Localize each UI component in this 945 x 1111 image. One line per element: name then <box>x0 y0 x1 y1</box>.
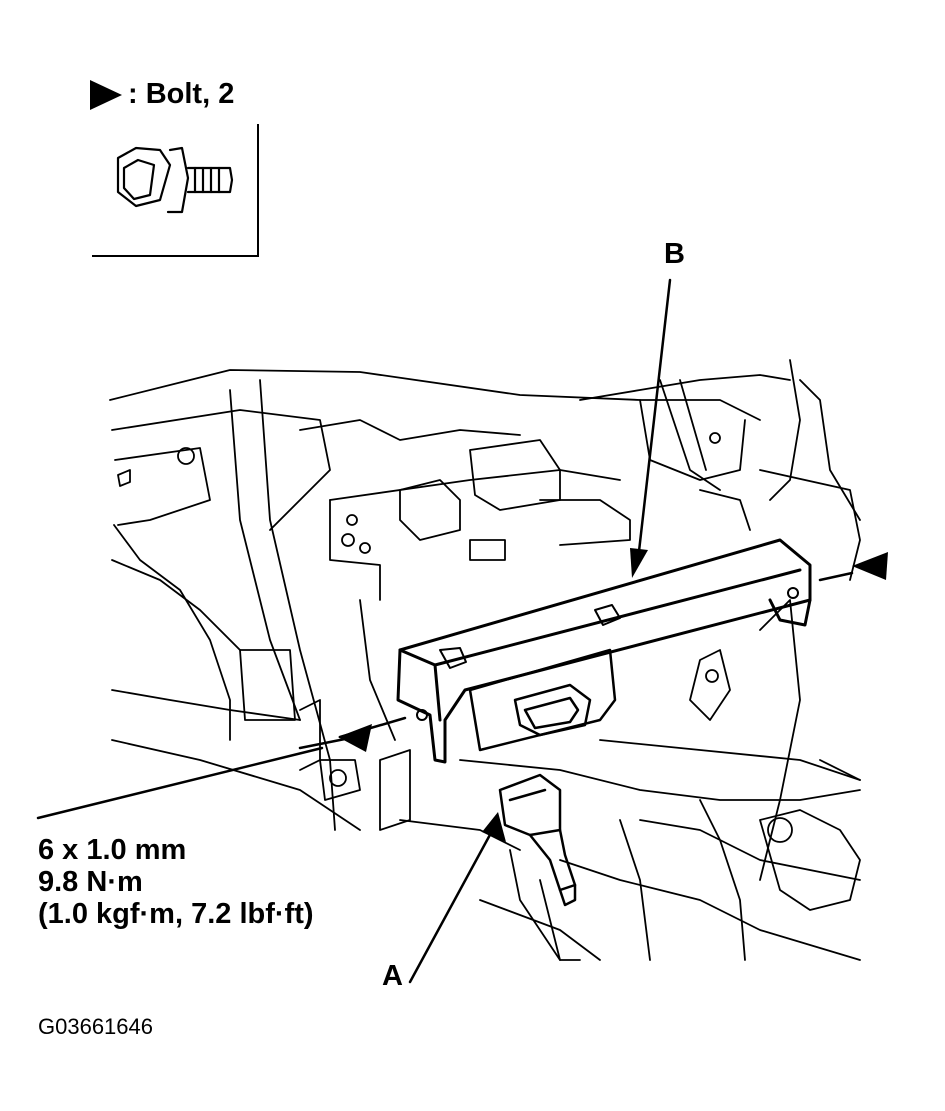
torque-nm: 9.8 N·m <box>38 866 143 898</box>
bolt-icon <box>116 146 234 214</box>
callout-a: A <box>382 960 403 992</box>
arrowhead-b <box>630 548 648 578</box>
dash-frame-lines <box>109 359 861 961</box>
bolt-size: 6 x 1.0 mm <box>38 834 187 866</box>
bolt-pointers <box>338 548 888 842</box>
control-unit <box>468 648 617 752</box>
leader-lines <box>36 278 672 984</box>
bracket-b <box>396 538 812 764</box>
arrowhead-a <box>482 812 506 842</box>
bolt-pointer-right <box>852 552 888 580</box>
triangle-pointer-icon <box>90 80 122 110</box>
callout-b: B <box>664 238 685 270</box>
legend-box <box>92 124 259 257</box>
figure-code: G03661646 <box>38 1014 153 1039</box>
connector-a <box>498 773 577 907</box>
torque-alt: (1.0 kgf·m, 7.2 lbf·ft) <box>38 898 314 930</box>
legend-label: : Bolt, 2 <box>128 78 235 110</box>
